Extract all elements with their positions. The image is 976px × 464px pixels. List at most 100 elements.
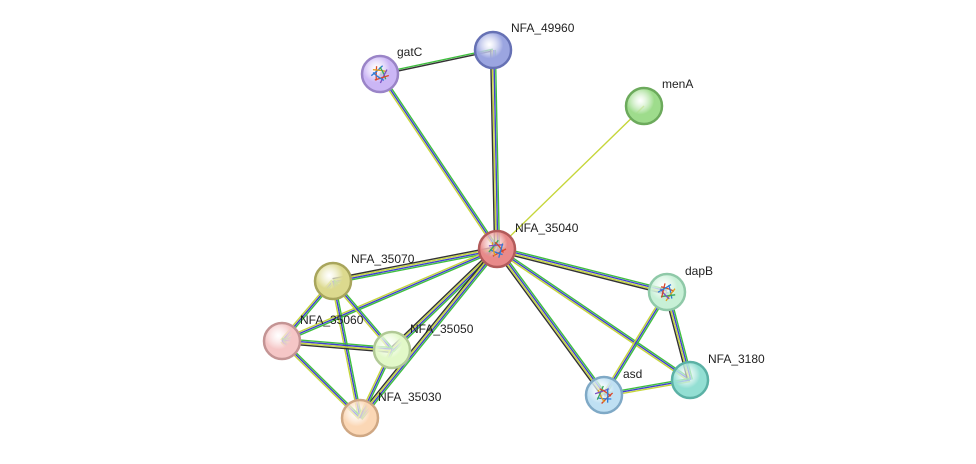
- edge-strand: [497, 247, 668, 292]
- edge-strand: [389, 246, 496, 349]
- edge-strand: [494, 250, 603, 397]
- edge-strand: [361, 250, 500, 420]
- edge-NFA_35040-NFA_3180[interactable]: [495, 247, 692, 382]
- node-NFA_35070[interactable]: NFA_35070: [313, 252, 415, 301]
- structure-stroke: [372, 71, 385, 81]
- edge-strand: [357, 247, 496, 417]
- node-NFA_3180[interactable]: NFA_3180: [670, 352, 765, 400]
- node-circle: [624, 86, 664, 126]
- edge-strand: [358, 248, 497, 418]
- edge-strand: [332, 245, 497, 280]
- node-NFA_35040[interactable]: NFA_35040: [477, 221, 579, 269]
- structure-stroke: [488, 239, 499, 253]
- edge-strand: [379, 73, 498, 250]
- node-circle: [262, 321, 302, 361]
- edge-strand: [496, 250, 667, 296]
- edge-strand: [379, 48, 493, 74]
- structure-stroke: [370, 65, 384, 77]
- edge-strand: [282, 249, 498, 344]
- edge-strand: [496, 248, 691, 381]
- edge-strand: [378, 74, 497, 251]
- node-label: NFA_35040: [515, 221, 579, 235]
- node-label: NFA_35060: [300, 313, 364, 327]
- node-label: dapB: [685, 264, 713, 278]
- edge-strand: [281, 246, 497, 341]
- node-label: NFA_49960: [511, 21, 575, 35]
- edge-strand: [497, 248, 606, 395]
- node-NFA_35030[interactable]: NFA_35030: [340, 390, 442, 438]
- node-label: NFA_35030: [378, 390, 442, 404]
- node-asd[interactable]: asd: [584, 367, 642, 415]
- structure-stroke: [379, 66, 387, 80]
- edge-strand: [497, 245, 668, 291]
- edge-NFA_35040-dapB[interactable]: [496, 245, 668, 296]
- structure-stroke: [660, 283, 666, 298]
- edge-strand: [489, 50, 496, 250]
- structure-stroke: [491, 242, 496, 257]
- node-circle: [340, 398, 380, 438]
- edge-NFA_35040-asd[interactable]: [494, 247, 607, 397]
- edge-strand: [604, 292, 669, 397]
- structure-stroke: [665, 288, 676, 302]
- edge-NFA_35040-NFA_35070[interactable]: [332, 245, 498, 285]
- edge-strand: [495, 249, 690, 382]
- edge-strand: [602, 290, 667, 395]
- structure-icon: [594, 385, 614, 404]
- node-circle: [477, 229, 517, 269]
- node-circle: [372, 330, 412, 370]
- structure-stroke: [596, 385, 604, 400]
- structure-stroke: [494, 241, 504, 253]
- node-label: NFA_35050: [410, 322, 474, 336]
- edge-NFA_49960-NFA_35040[interactable]: [489, 49, 501, 250]
- edge-strand: [380, 50, 494, 76]
- node-circle: [473, 30, 513, 70]
- node-gatC[interactable]: gatC: [360, 45, 423, 94]
- node-dapB[interactable]: dapB: [647, 264, 713, 312]
- structure-stroke: [601, 392, 614, 404]
- structure-stroke: [599, 388, 612, 397]
- structure-stroke: [659, 288, 670, 300]
- edge-strand: [333, 249, 498, 283]
- structure-icon: [370, 65, 389, 84]
- nodes-layer: NFA_35040 NFA_49960 gatC menA dapB NFA_3180as…: [262, 21, 765, 438]
- edge-menA-NFA_35040[interactable]: [496, 105, 645, 250]
- node-label: NFA_3180: [708, 352, 765, 366]
- node-circle: [647, 272, 687, 312]
- node-circle: [360, 54, 400, 94]
- edge-strand: [330, 281, 360, 419]
- node-circle: [670, 360, 710, 400]
- edge-strand: [491, 50, 497, 250]
- node-NFA_35060[interactable]: NFA_35060: [262, 313, 364, 361]
- edge-strand: [493, 49, 499, 249]
- edge-NFA_35040-NFA_35030[interactable]: [357, 247, 500, 420]
- edge-strand: [332, 280, 361, 419]
- edge-NFA_35040-NFA_35060[interactable]: [281, 246, 498, 344]
- node-menA[interactable]: menA: [624, 77, 693, 126]
- edge-strand: [332, 247, 497, 281]
- node-circle: [584, 375, 624, 415]
- edge-strand: [496, 249, 667, 294]
- edge-strand: [495, 249, 604, 396]
- node-label: asd: [623, 367, 642, 381]
- edge-strand: [360, 249, 499, 419]
- node-NFA_35050[interactable]: NFA_35050: [372, 322, 474, 370]
- edge-strand: [603, 291, 668, 396]
- edge-strand: [496, 105, 645, 250]
- edge-gatC-NFA_49960[interactable]: [379, 48, 494, 76]
- edge-dapB-asd[interactable]: [602, 290, 669, 397]
- edge-strand: [333, 250, 498, 285]
- node-label: NFA_35070: [351, 252, 415, 266]
- edge-strand: [494, 49, 501, 249]
- structure-stroke: [374, 74, 389, 81]
- node-label: menA: [662, 77, 693, 91]
- edge-strand: [380, 72, 499, 249]
- structure-stroke: [498, 243, 504, 258]
- edge-strand: [390, 247, 497, 350]
- node-NFA_49960[interactable]: NFA_49960: [473, 21, 575, 70]
- structure-icon: [657, 283, 676, 302]
- structure-stroke: [597, 389, 606, 403]
- edge-gatC-NFA_35040[interactable]: [378, 72, 499, 251]
- edge-strand: [498, 247, 607, 394]
- structure-stroke: [657, 284, 672, 293]
- node-label: gatC: [397, 45, 423, 59]
